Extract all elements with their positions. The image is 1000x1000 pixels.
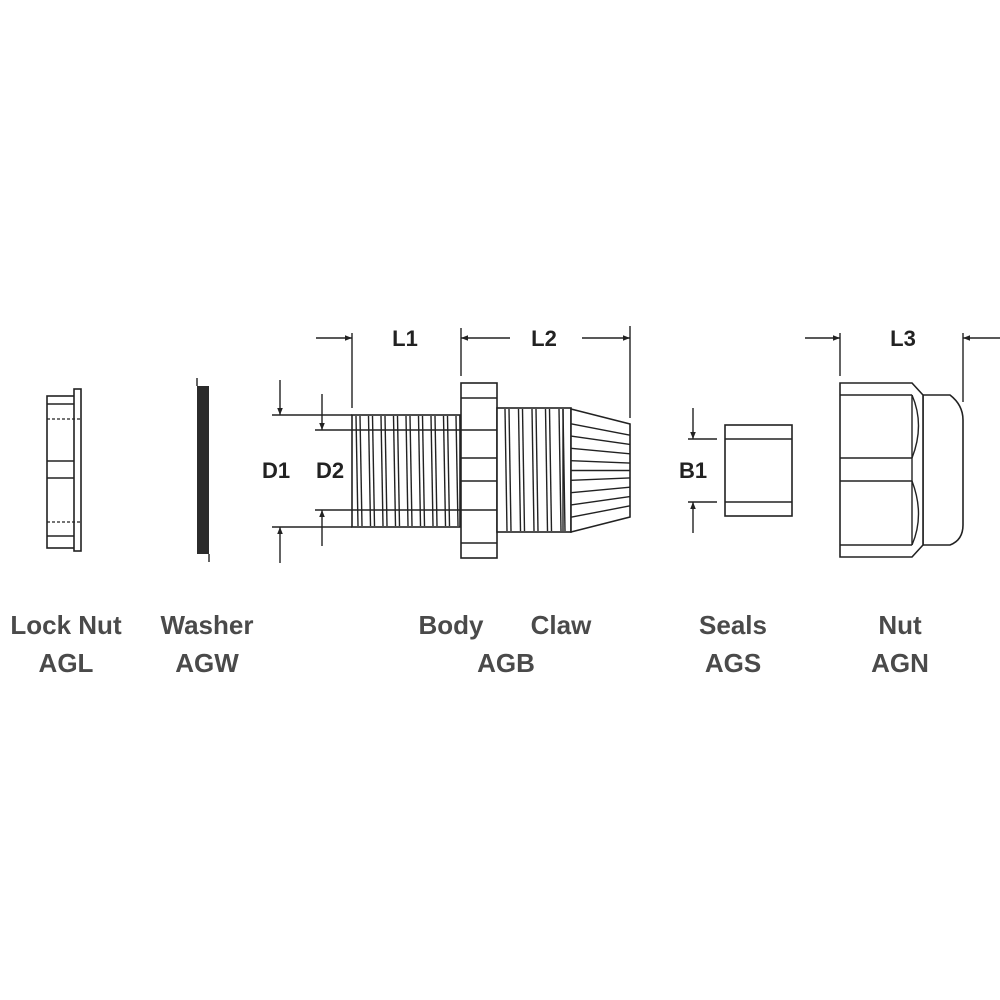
lock-nut-drawing — [46, 388, 82, 552]
label-claw: Claw — [531, 610, 592, 640]
thread-line — [504, 408, 508, 532]
thread-line — [442, 415, 447, 527]
dim-l1: L1 — [392, 326, 418, 351]
label-body: Body — [419, 610, 485, 640]
dim-d1: D1 — [262, 458, 290, 483]
washer-drawing — [196, 378, 210, 562]
thread-line — [570, 459, 631, 464]
thread-line — [531, 408, 535, 532]
code-agw: AGW — [175, 648, 239, 678]
thread-line — [384, 415, 388, 527]
thread-line — [517, 408, 522, 532]
thread-line — [570, 435, 631, 446]
dimension-lines — [272, 326, 1000, 563]
thread-line — [355, 415, 359, 527]
dim-l2: L2 — [531, 326, 557, 351]
code-agl: AGL — [39, 648, 94, 678]
thread-line — [434, 415, 438, 527]
thread-line — [371, 415, 376, 527]
thread-line — [367, 415, 372, 527]
thread-line — [570, 505, 631, 518]
thread-line — [570, 495, 631, 506]
thread-line — [417, 415, 422, 527]
code-agb: AGB — [477, 648, 535, 678]
body-drawing — [351, 382, 572, 559]
thread-line — [446, 415, 451, 527]
thread-line — [455, 415, 459, 527]
thread-line — [421, 415, 426, 527]
dim-l3: L3 — [890, 326, 916, 351]
thread-line — [521, 408, 526, 532]
thread-line — [570, 447, 631, 455]
label-seals: Seals — [699, 610, 767, 640]
label-nut: Nut — [878, 610, 922, 640]
code-agn: AGN — [871, 648, 929, 678]
thread-line — [508, 408, 512, 532]
nut-drawing — [839, 382, 964, 558]
thread-line — [392, 415, 397, 527]
thread-line — [380, 415, 384, 527]
claw-drawing — [570, 407, 631, 534]
thread-line — [570, 423, 631, 436]
thread-line — [405, 415, 409, 527]
thread-line — [548, 408, 553, 532]
thread-line — [396, 415, 401, 527]
thread-line — [535, 408, 539, 532]
thread-line — [409, 415, 413, 527]
label-lock-nut: Lock Nut — [10, 610, 122, 640]
thread-line — [544, 408, 549, 532]
thread-line — [558, 408, 562, 532]
thread-line — [430, 415, 434, 527]
code-ags: AGS — [705, 648, 761, 678]
thread-line — [570, 486, 631, 494]
dim-b1: B1 — [679, 458, 707, 483]
dim-d2: D2 — [316, 458, 344, 483]
thread-line — [359, 415, 363, 527]
label-washer: Washer — [161, 610, 254, 640]
seal-drawing — [724, 424, 793, 517]
thread-line — [570, 477, 631, 482]
